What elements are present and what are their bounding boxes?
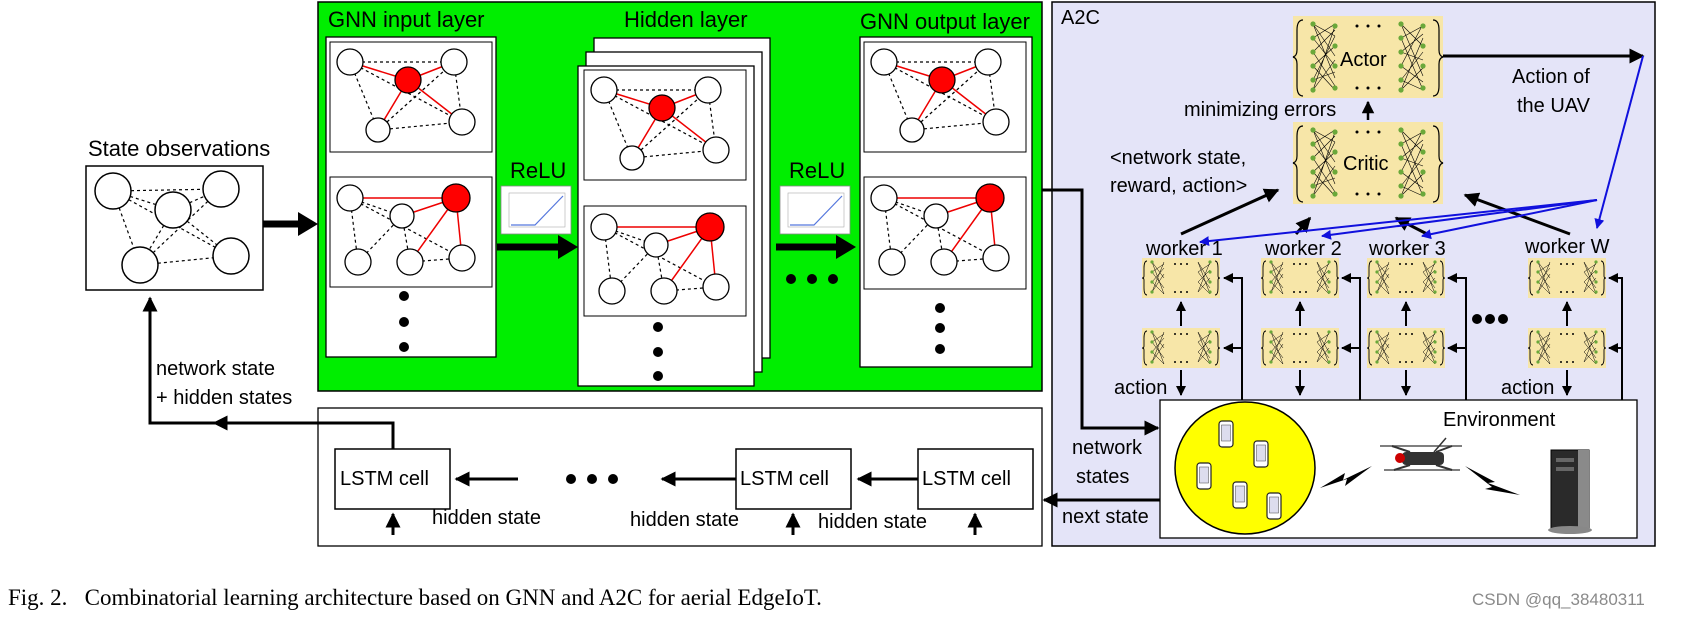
relu-label-2: ReLU xyxy=(789,158,846,183)
workers-ellipsis xyxy=(1472,314,1508,324)
lstm-cell-3: LSTM cell xyxy=(922,468,1011,490)
hidden-state-label-1: hidden state xyxy=(432,507,541,529)
hidden-layer-label: Hidden layer xyxy=(624,7,748,32)
critic-input-label-1: <network state, xyxy=(1110,147,1247,169)
gnn-output-layer xyxy=(859,36,1033,368)
worker-3-label: worker 3 xyxy=(1369,238,1446,260)
action-label-left: action xyxy=(1114,377,1168,399)
uav-icon xyxy=(1380,437,1462,471)
next-state-label: next state xyxy=(1062,506,1149,528)
wireless-link-icon xyxy=(1320,466,1520,495)
a2c-title: A2C xyxy=(1061,7,1100,29)
iot-devices-area xyxy=(1174,401,1316,535)
gnn-output-layer-label: GNN output layer xyxy=(860,9,1030,34)
actor-label: Actor xyxy=(1340,49,1387,71)
critic-input-label-2: reward, action> xyxy=(1110,175,1248,197)
state-observations-graph xyxy=(85,165,264,291)
lstm-cell-1: LSTM cell xyxy=(340,468,429,490)
action-label-right: action xyxy=(1501,377,1555,399)
worker-2-label: worker 2 xyxy=(1265,238,1342,260)
critic-label: Critic xyxy=(1343,153,1389,175)
gnn-input-layer xyxy=(325,36,497,358)
lstm-cell-2: LSTM cell xyxy=(740,468,829,490)
lstm-ellipsis xyxy=(566,474,618,484)
network-state-label-1: network state xyxy=(156,358,275,380)
state-observations-label: State observations xyxy=(88,136,271,161)
environment-label: Environment xyxy=(1443,409,1556,431)
action-of-uav-label-1: Action of xyxy=(1512,66,1590,88)
worker-1-label: worker 1 xyxy=(1146,238,1223,260)
hidden-state-label-3: hidden state xyxy=(818,511,927,533)
relu-label-1: ReLU xyxy=(510,158,567,183)
network-states-label-1: network xyxy=(1072,437,1143,459)
relu-plot-2 xyxy=(779,185,851,235)
hidden-state-label-2: hidden state xyxy=(630,509,739,531)
gnn-hidden-layer xyxy=(577,37,771,387)
minimizing-errors-label: minimizing errors xyxy=(1184,99,1337,121)
gnn-ellipsis xyxy=(786,274,838,284)
action-of-uav-label-2: the UAV xyxy=(1517,95,1590,117)
watermark: CSDN @qq_38480311 xyxy=(1472,590,1645,609)
server-icon xyxy=(1548,449,1592,534)
network-states-label-2: states xyxy=(1076,466,1130,488)
figure-caption: Fig. 2. Combinatorial learning architect… xyxy=(8,585,822,610)
worker-w-label: worker W xyxy=(1525,236,1610,258)
network-state-label-2: + hidden states xyxy=(156,387,293,409)
relu-plot-1 xyxy=(500,185,572,235)
gnn-input-layer-label: GNN input layer xyxy=(328,7,485,32)
